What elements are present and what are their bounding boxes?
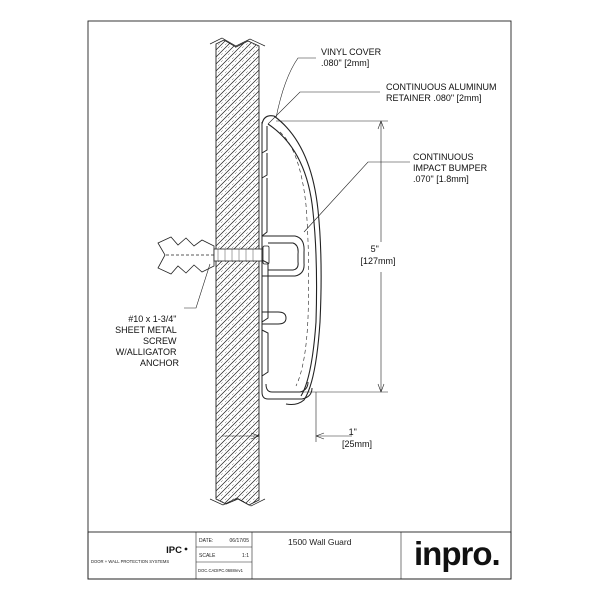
wall-section <box>209 37 266 507</box>
scale-value: 1:1 <box>242 553 249 559</box>
aluminum-retainer <box>261 122 313 400</box>
scale-label: SCALE <box>199 553 216 559</box>
ipc-dot <box>184 547 188 551</box>
vinyl-cover <box>261 115 322 406</box>
title-block: IPC DOOR + WALL PROTECTION SYSTEMS DATE:… <box>87 531 512 580</box>
impact-bumper <box>279 131 309 387</box>
aluminum-retainer-callout: CONTINUOUS ALUMINUM RETAINER .080" [2mm] <box>386 82 499 103</box>
dimension-lines <box>222 120 388 442</box>
screw-callout: #10 x 1-3/4" SHEET METAL SCREW W/ALLIGAT… <box>115 314 179 368</box>
depth-dimension: 1" [25mm] <box>342 427 372 449</box>
date-label: DATE: <box>199 538 213 544</box>
screw-anchor <box>157 236 270 275</box>
date-value: 06/17/05 <box>230 538 250 544</box>
doc-id: DOC.CADIPC.0688rev1 <box>198 568 244 573</box>
ipc-brand: IPC <box>166 545 182 556</box>
leader-lines <box>184 57 410 309</box>
vinyl-cover-callout: VINYL COVER .080" [2mm] <box>321 47 384 68</box>
drawing-title: 1500 Wall Guard <box>288 537 352 547</box>
impact-bumper-callout: CONTINUOUS IMPACT BUMPER .070" [1.8mm] <box>413 152 490 184</box>
tagline: DOOR + WALL PROTECTION SYSTEMS <box>91 559 169 564</box>
page-border <box>87 20 512 580</box>
inpro-logo: inpro. <box>414 535 500 572</box>
height-dimension: 5" [127mm] <box>360 244 395 266</box>
